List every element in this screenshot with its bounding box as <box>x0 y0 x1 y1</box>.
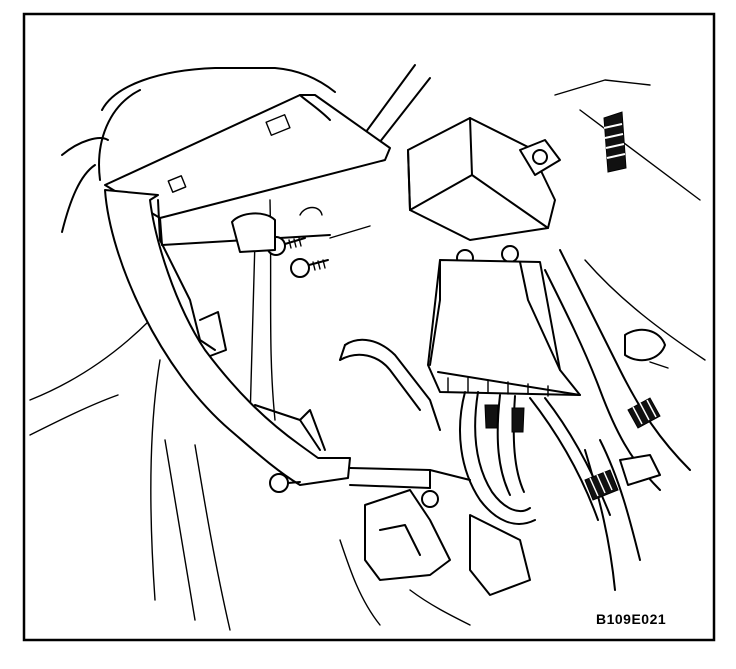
diagram-border <box>22 12 716 642</box>
support-bracket <box>104 189 351 486</box>
connector-plug-right <box>624 328 669 369</box>
right-harness <box>544 249 691 591</box>
bolt-upper-right <box>603 111 627 173</box>
harness-clip-right <box>627 397 661 429</box>
connector-block <box>427 259 581 397</box>
lower-bracket <box>339 489 531 626</box>
nut-lower <box>421 490 439 508</box>
control-module <box>407 117 561 241</box>
harness-tie <box>619 454 661 486</box>
figure-code: B109E021 <box>596 611 667 627</box>
nut-module-right <box>501 245 519 263</box>
harness-clip <box>584 469 619 501</box>
cross-rods <box>349 467 471 489</box>
screw-bracket <box>269 473 301 493</box>
screw-lower <box>290 258 329 278</box>
wiring-harness <box>339 338 611 525</box>
mounting-plate <box>231 206 371 253</box>
